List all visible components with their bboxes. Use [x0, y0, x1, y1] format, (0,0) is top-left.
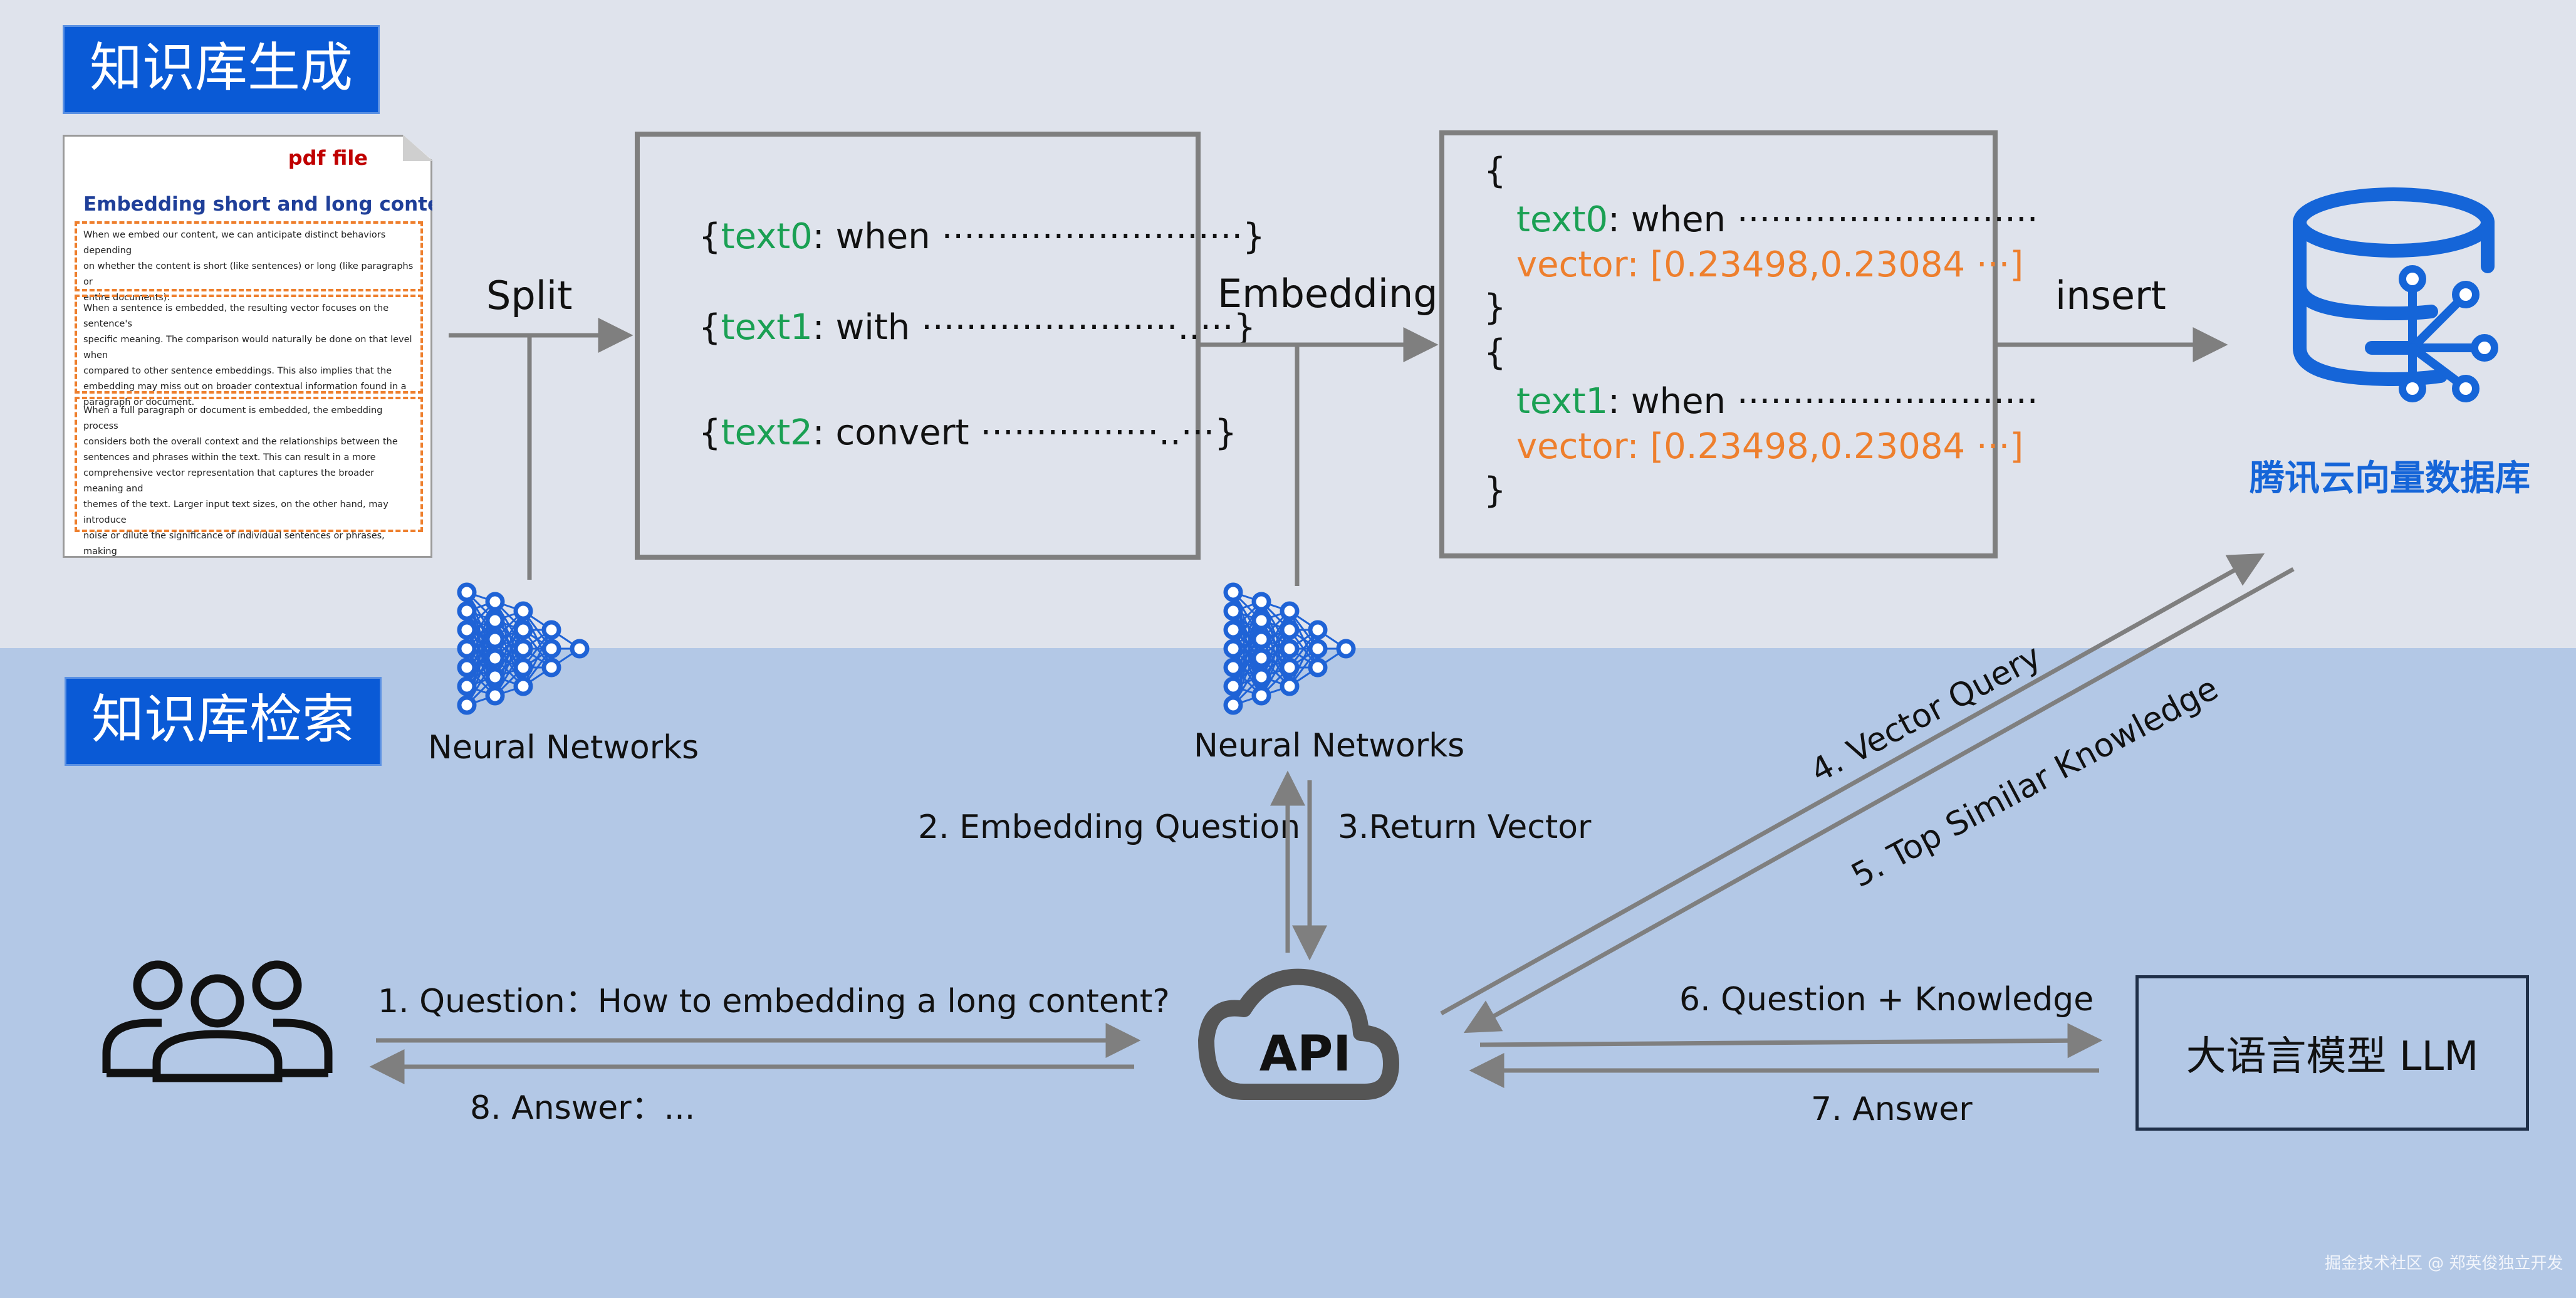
paragraph-line: embedding may miss out on broader contex…	[83, 382, 407, 392]
paragraph-line: compared to other sentence embeddings. T…	[83, 366, 392, 376]
vector-entry-1-vector: vector: [0.23498,0.23084 ···]	[1516, 426, 2024, 467]
paragraph-line: specific meaning. The comparison would n…	[83, 335, 412, 360]
step7-label: 7. Answer	[1811, 1091, 1973, 1128]
vectors-box	[1439, 130, 1998, 558]
vector-entry-0-text: text0: when ···························	[1516, 199, 2038, 240]
chunk-line-2: {text2: convert ················..···}	[699, 412, 1237, 453]
neural-networks-label-1: Neural Networks	[428, 729, 699, 767]
step2-label: 2. Embedding Question	[918, 809, 1301, 846]
paragraph-line: on whether the content is short (like se…	[83, 261, 414, 287]
pdf-file-tag: pdf file	[288, 146, 368, 170]
embedding-label: Embedding	[1218, 271, 1438, 317]
step8-label: 8. Answer：...	[470, 1089, 696, 1127]
chunks-box	[635, 132, 1201, 560]
chunk-line-1: {text1: with ·······················..··…	[699, 307, 1256, 348]
paragraph-line: sentences and phrases within the text. T…	[83, 453, 376, 463]
vector-database-label: 腾讯云向量数据库	[2250, 458, 2530, 499]
database-icon	[2293, 187, 2498, 402]
brace-close-0: }	[1484, 287, 1506, 328]
document-paragraph-3: When a full paragraph or document is emb…	[75, 397, 423, 557]
paragraph-line: When a full paragraph or document is emb…	[83, 406, 383, 431]
paragraph-line: considers both the overall context and t…	[83, 437, 398, 447]
paragraph-line: When a sentence is embedded, the resulti…	[83, 303, 389, 329]
neural-networks-label-2: Neural Networks	[1194, 727, 1465, 765]
watermark: 掘金技术社区 @ 郑英俊独立开发	[2325, 1254, 2563, 1273]
split-label: Split	[486, 273, 573, 318]
paragraph-line: noise or dilute the significance of indi…	[83, 531, 385, 557]
users-icon	[102, 960, 333, 1082]
paragraph-line: themes of the text. Larger input text si…	[83, 500, 388, 525]
brace-close-1: }	[1484, 470, 1506, 511]
document-title: Embedding short and long content	[83, 193, 464, 216]
api-cloud-icon: API	[1198, 968, 1399, 1100]
paragraph-line: comprehensive vector representation that…	[83, 468, 375, 494]
section-title-generation: 知识库生成	[63, 25, 380, 114]
neural-network-icon	[457, 582, 590, 715]
api-label: API	[1259, 1026, 1352, 1082]
vector-entry-1-text: text1: when ···························	[1516, 381, 2038, 422]
brace-open-0: {	[1484, 150, 1506, 191]
brace-open-1: {	[1484, 332, 1506, 373]
neural-network-icon	[1223, 582, 1356, 715]
paragraph-line: paragraph or document.	[83, 397, 195, 407]
step6-label: 6. Question + Knowledge	[1679, 981, 2094, 1018]
step4-arrow	[1440, 553, 2265, 1016]
pdf-document: pdf file Embedding short and long conten…	[63, 135, 432, 558]
document-paragraph-2: When a sentence is embedded, the resulti…	[75, 295, 423, 407]
insert-label: insert	[2055, 273, 2166, 318]
section-title-retrieval: 知识库检索	[65, 677, 382, 766]
chunk-line-0: {text0: when ···························…	[699, 216, 1265, 257]
step3-label: 3.Return Vector	[1338, 809, 1592, 846]
paragraph-line: When we embed our content, we can antici…	[83, 230, 386, 256]
document-paragraph-1: When we embed our content, we can antici…	[75, 221, 423, 303]
step6-arrow	[1479, 1023, 2103, 1059]
step5-arrow	[1463, 567, 2295, 1034]
vector-entry-0-vector: vector: [0.23498,0.23084 ···]	[1516, 244, 2024, 285]
step1-label: 1. Question：How to embedding a long cont…	[378, 983, 1170, 1020]
llm-box: 大语言模型 LLM	[2135, 975, 2529, 1131]
